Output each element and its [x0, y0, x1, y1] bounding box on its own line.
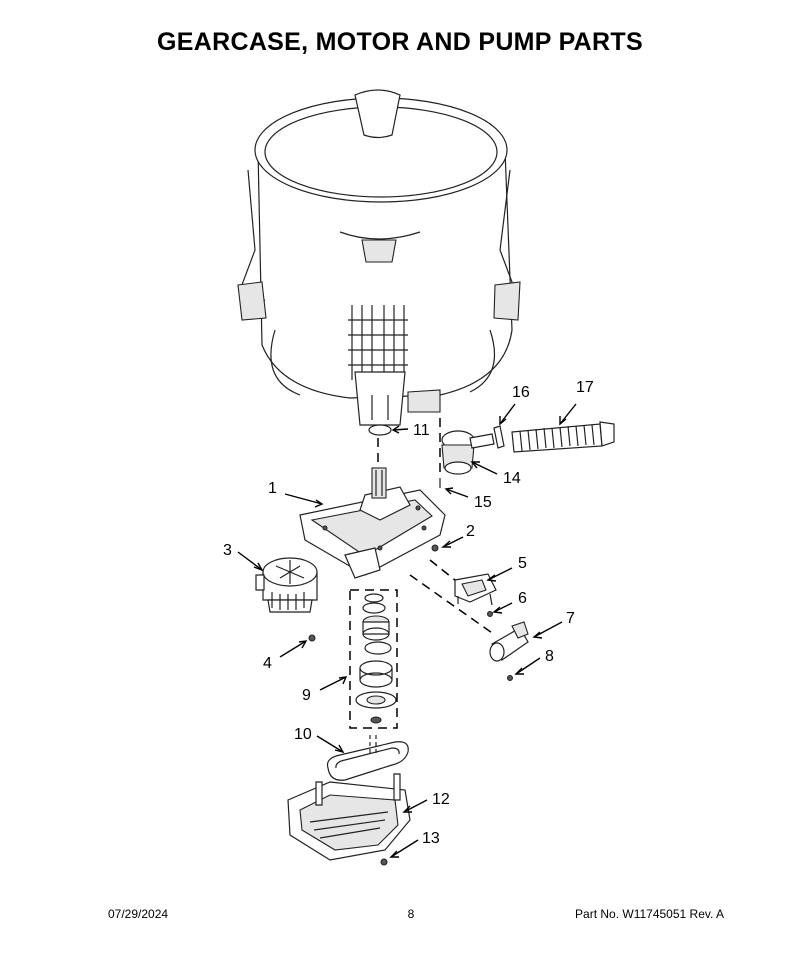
part-7-capacitor [489, 621, 529, 662]
callout-6: 6 [518, 590, 527, 607]
part-12-base [287, 773, 411, 861]
callout-7: 7 [566, 610, 575, 627]
part-13-screw [380, 858, 388, 866]
callout-4: 4 [263, 655, 272, 672]
part-4-screw [308, 634, 316, 642]
callout-13: 13 [422, 830, 440, 847]
callout-17: 17 [576, 379, 594, 396]
footer-page-number: 8 [407, 907, 415, 921]
part-2-screw [431, 544, 439, 552]
callout-14: 14 [503, 470, 521, 487]
callout-2: 2 [466, 523, 475, 540]
footer-date: 07/29/2024 [108, 907, 169, 921]
part-16-hose-clamp [493, 425, 505, 449]
callout-5: 5 [518, 555, 527, 572]
tub-illustration [237, 89, 521, 426]
callout-11: 11 [413, 422, 430, 439]
part-5-shifter [454, 573, 497, 606]
page-title: GEARCASE, MOTOR AND PUMP PARTS [157, 28, 643, 56]
footer-part-number: Part No. W11745051 Rev. A [575, 907, 724, 921]
leader-lines [237, 403, 577, 858]
part-1-gearcase [299, 467, 446, 579]
callout-1: 1 [268, 480, 277, 497]
part-3-motor [255, 557, 318, 613]
callout-15: 15 [474, 494, 492, 511]
callout-3: 3 [223, 542, 232, 559]
part-17-drain-hose [511, 421, 615, 453]
callout-8: 8 [545, 648, 554, 665]
callout-16: 16 [512, 384, 530, 401]
part-11-seal [368, 424, 392, 436]
part-8-screw [507, 675, 513, 681]
callout-9: 9 [302, 687, 311, 704]
part-6-screw [487, 611, 493, 617]
part-14-drain-pump [439, 430, 495, 488]
callout-10: 10 [294, 726, 312, 743]
part-9-kit-box [349, 589, 398, 729]
part-10-belt [326, 741, 409, 781]
callout-12: 12 [432, 791, 450, 808]
